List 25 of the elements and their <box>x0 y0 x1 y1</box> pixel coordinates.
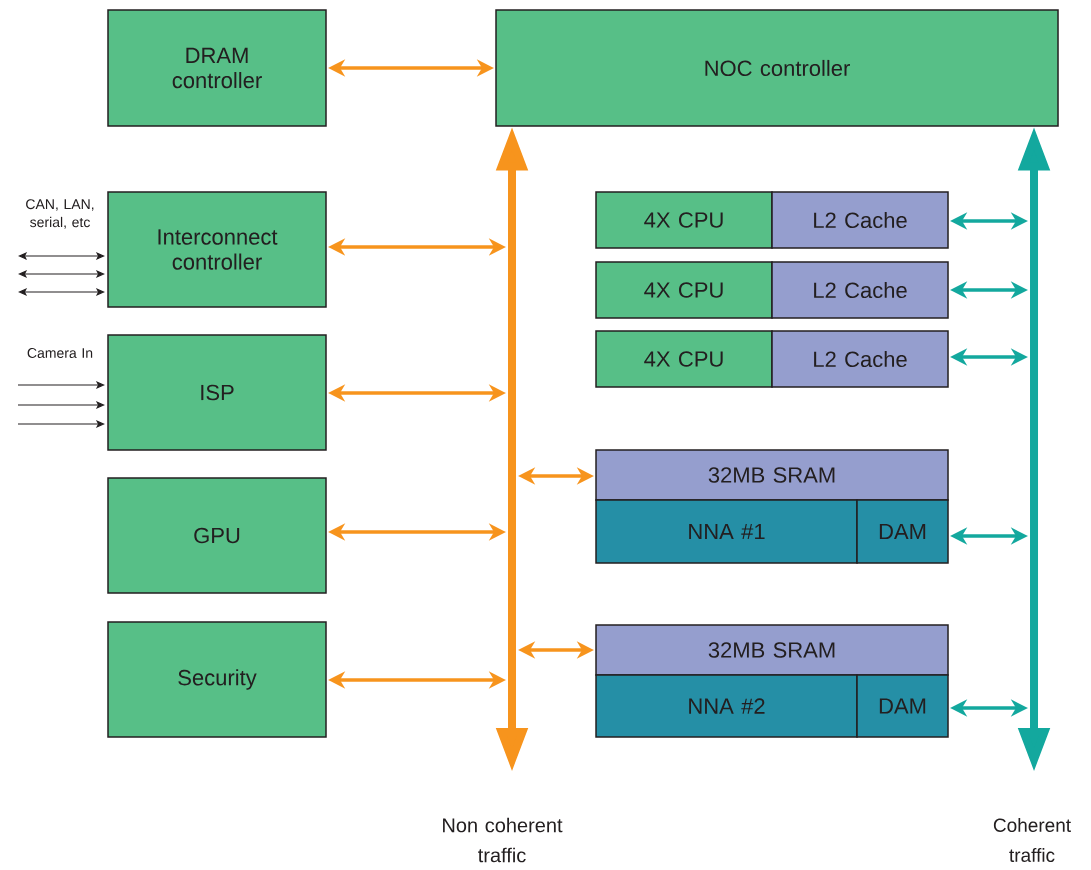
processor-box: GPU <box>107 477 327 594</box>
controller-box: Interconnect controller <box>107 191 327 308</box>
dam-box: DAM <box>856 674 949 738</box>
cpu-box: 4X CPU <box>595 191 773 249</box>
arrow <box>18 269 105 279</box>
bus-bar <box>508 180 516 720</box>
cpu-box: 4X CPU <box>595 261 773 319</box>
cache-box: L2 Cache <box>771 191 949 249</box>
bus-label: Non coherent traffic <box>443 817 563 863</box>
interface-label: CAN, LAN, serial, etc <box>26 199 94 229</box>
arrow <box>18 251 105 261</box>
bus-bar <box>1030 180 1038 720</box>
cpu-box: 4X CPU <box>595 330 773 388</box>
processor-box: ISP <box>107 334 327 451</box>
cache-box: L2 Cache <box>771 330 949 388</box>
controller-box: DRAM controller <box>107 9 327 127</box>
arrow <box>18 287 105 297</box>
sram-box: 32MB SRAM <box>595 449 949 501</box>
security-box: Security <box>107 621 327 738</box>
sram-box: 32MB SRAM <box>595 624 949 676</box>
camera-label: Camera In <box>27 348 93 358</box>
bus-label: Coherent traffic <box>993 818 1071 862</box>
dam-box: DAM <box>856 499 949 564</box>
cache-box: L2 Cache <box>771 261 949 319</box>
controller-box: NOC controller <box>495 9 1059 127</box>
